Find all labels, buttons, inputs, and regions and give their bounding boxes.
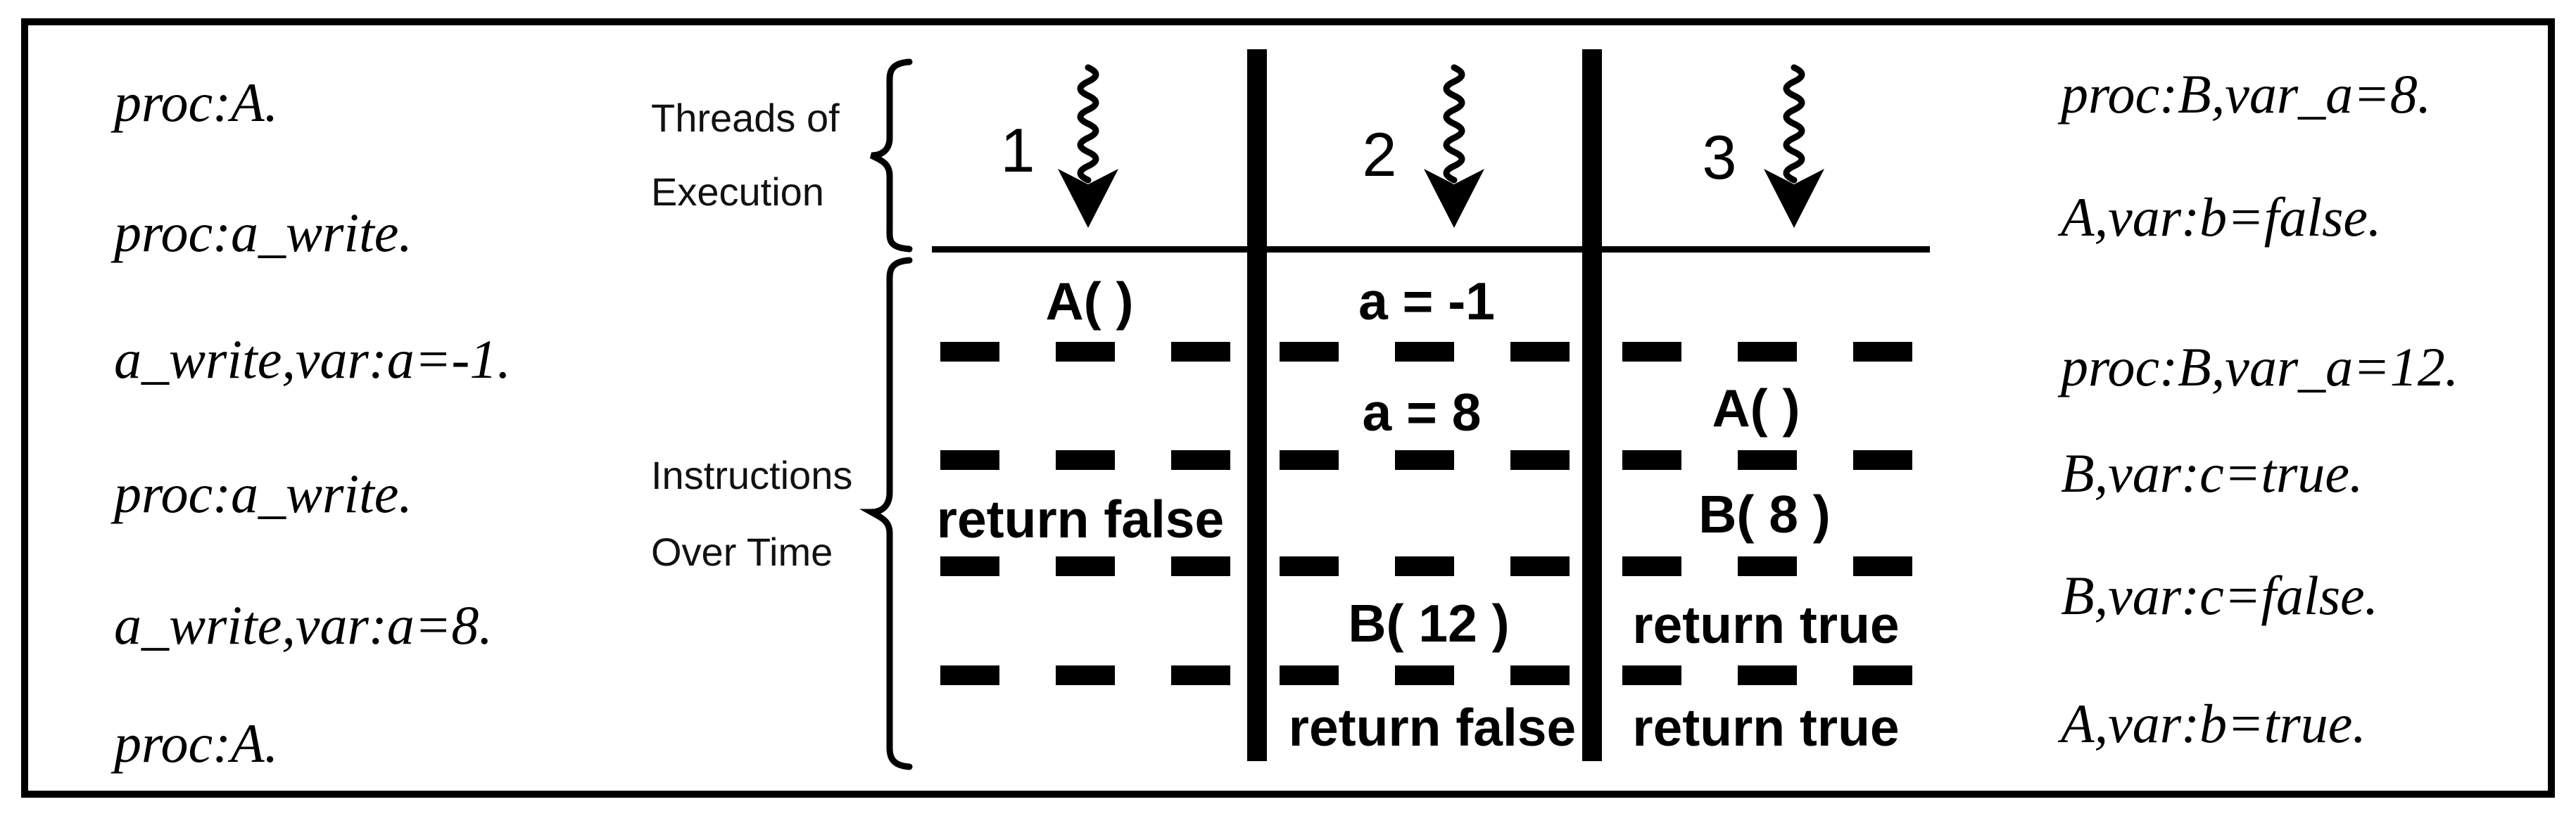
instruction-cell: a = -1 xyxy=(1358,272,1495,331)
right-annotation-line: B,var:c=false. xyxy=(2061,565,2379,626)
right-annotation-line: proc:B,var_a=8. xyxy=(2061,63,2432,125)
thread-arrow-icon xyxy=(1058,64,1118,228)
brace-icon xyxy=(869,58,913,253)
dashed-separator xyxy=(1622,342,1915,362)
left-annotation-line: proc:A. xyxy=(114,72,279,133)
left-annotation-line: a_write,var:a=-1. xyxy=(114,329,511,390)
instruction-cell: return true xyxy=(1632,595,1900,654)
dashed-separator xyxy=(1280,450,1572,470)
right-annotation-line: proc:B,var_a=12. xyxy=(2061,336,2459,397)
threads-of-execution-label-line2: Execution xyxy=(651,170,824,214)
left-annotation-line: proc:a_write. xyxy=(114,463,412,524)
instruction-cell: A( ) xyxy=(1712,378,1800,438)
dashed-separator xyxy=(940,342,1233,362)
right-annotation-line: A,var:b=true. xyxy=(2061,693,2366,754)
thread-arrow-icon xyxy=(1424,64,1484,228)
right-annotation-line: A,var:b=false. xyxy=(2061,186,2382,248)
instruction-cell: return false xyxy=(936,490,1225,549)
instruction-cell: B( 8 ) xyxy=(1698,485,1831,544)
dashed-separator xyxy=(1280,556,1572,576)
instruction-cell: a = 8 xyxy=(1362,383,1482,442)
column-divider-bar xyxy=(1247,49,1267,761)
instruction-cell: A( ) xyxy=(1045,272,1134,331)
dashed-separator xyxy=(940,450,1233,470)
thread-arrow-icon xyxy=(1764,64,1824,228)
threads-of-execution-label-line1: Threads of xyxy=(651,96,840,140)
left-annotation-line: a_write,var:a=8. xyxy=(114,594,493,656)
thread-number-3: 3 xyxy=(1702,122,1737,192)
dashed-separator xyxy=(940,665,1233,685)
left-annotation-line: proc:A. xyxy=(114,713,279,774)
instruction-cell: return false xyxy=(1288,698,1577,757)
dashed-separator xyxy=(1622,450,1915,470)
dashed-separator xyxy=(1280,342,1572,362)
dashed-separator xyxy=(1280,665,1572,685)
dashed-separator xyxy=(940,556,1233,576)
instructions-over-time-label-line2: Over Time xyxy=(651,530,833,574)
instruction-cell: return true xyxy=(1632,698,1900,757)
thread-number-1: 1 xyxy=(1000,115,1035,185)
dashed-separator xyxy=(1622,665,1915,685)
thread-number-2: 2 xyxy=(1362,120,1397,189)
instructions-over-time-label-line1: Instructions xyxy=(651,453,853,497)
right-annotation-line: B,var:c=true. xyxy=(2061,442,2363,504)
outer-border xyxy=(21,18,2555,798)
dashed-separator xyxy=(1622,556,1915,576)
brace-icon xyxy=(859,257,913,770)
left-annotation-line: proc:a_write. xyxy=(114,202,412,263)
timeline-start-line xyxy=(932,246,1930,253)
column-divider-bar xyxy=(1582,49,1602,761)
instruction-cell: B( 12 ) xyxy=(1348,594,1510,653)
